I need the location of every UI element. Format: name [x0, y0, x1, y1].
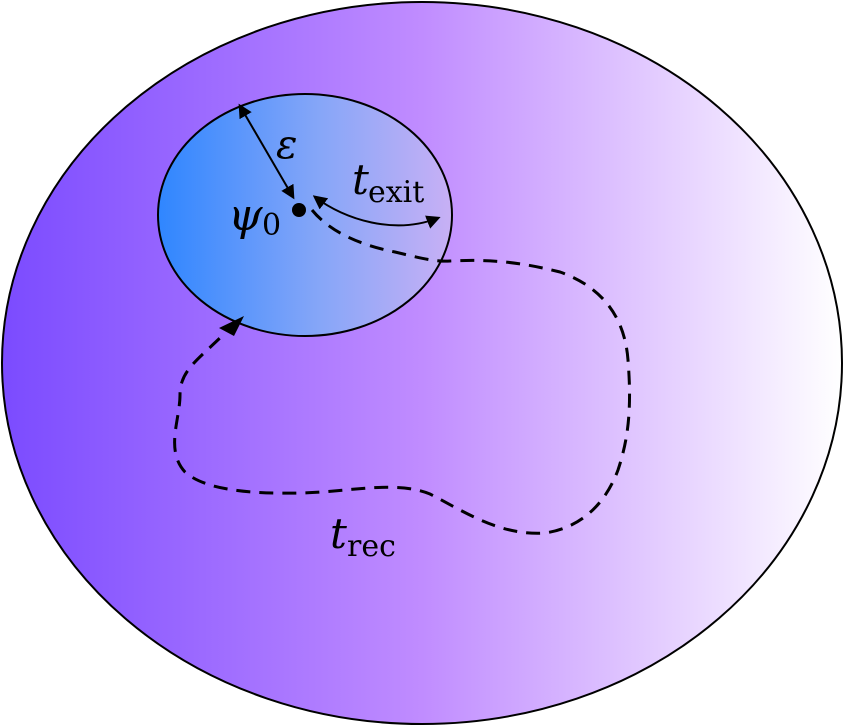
recurrence-trajectory — [173, 209, 632, 535]
epsilon-label: ε — [276, 122, 297, 168]
psi-subscript: 0 — [262, 208, 281, 243]
psi-label: ψ — [228, 190, 263, 241]
t-rec-label: t — [330, 509, 347, 558]
epsilon-radius-arrow — [238, 103, 295, 200]
t-exit-arrow — [312, 195, 441, 229]
initial-point — [292, 203, 306, 217]
epsilon-ball — [157, 93, 453, 337]
t-rec-subscript: rec — [347, 529, 396, 564]
t-exit-label: t — [352, 155, 369, 204]
t-exit-subscript: exit — [368, 175, 424, 210]
trajectory-arrowhead — [219, 316, 244, 336]
